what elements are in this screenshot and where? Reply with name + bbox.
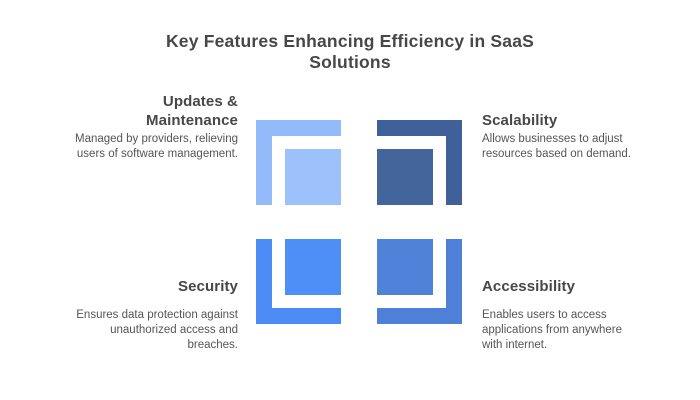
feature-square-icon-top-right	[377, 149, 433, 205]
quadrant-security: Security Ensures data protection against…	[30, 262, 238, 353]
feature-unit-scalability	[377, 120, 462, 205]
feature-grid-graphic	[256, 120, 462, 324]
feature-square-icon-bottom-left	[285, 239, 341, 295]
quadrant-heading-accessibility: Accessibility	[482, 278, 576, 295]
quadrant-description-accessibility: Enables users to access applications fro…	[482, 309, 622, 351]
feature-square-icon-top-left	[285, 149, 341, 205]
corner-bracket-icon-bottom-left	[256, 239, 341, 324]
corner-bracket-icon-top-left	[256, 120, 341, 205]
quadrant-scalability: Scalability Allows businesses to adjust …	[482, 82, 690, 162]
quadrant-description-updates-maintenance: Managed by providers, relieving users of…	[74, 133, 238, 160]
quadrant-heading-security: Security	[178, 278, 238, 295]
corner-bracket-icon-top-right	[377, 120, 462, 205]
corner-bracket-icon-bottom-right	[377, 239, 462, 324]
feature-unit-security	[256, 239, 341, 324]
feature-unit-updates-maintenance	[256, 120, 341, 205]
feature-unit-accessibility	[377, 239, 462, 324]
quadrant-description-scalability: Allows businesses to adjust resources ba…	[482, 133, 631, 160]
page-title: Key Features Enhancing Efficiency in Saa…	[165, 30, 535, 72]
quadrant-description-security: Ensures data protection against unauthor…	[76, 309, 238, 351]
quadrant-accessibility: Accessibility Enables users to access ap…	[482, 262, 690, 353]
quadrant-heading-updates-maintenance: Updates & Maintenance	[146, 93, 238, 129]
quadrant-updates-maintenance: Updates & Maintenance Managed by provide…	[30, 82, 238, 162]
feature-square-icon-bottom-right	[377, 239, 433, 295]
quadrant-heading-scalability: Scalability	[482, 112, 558, 129]
